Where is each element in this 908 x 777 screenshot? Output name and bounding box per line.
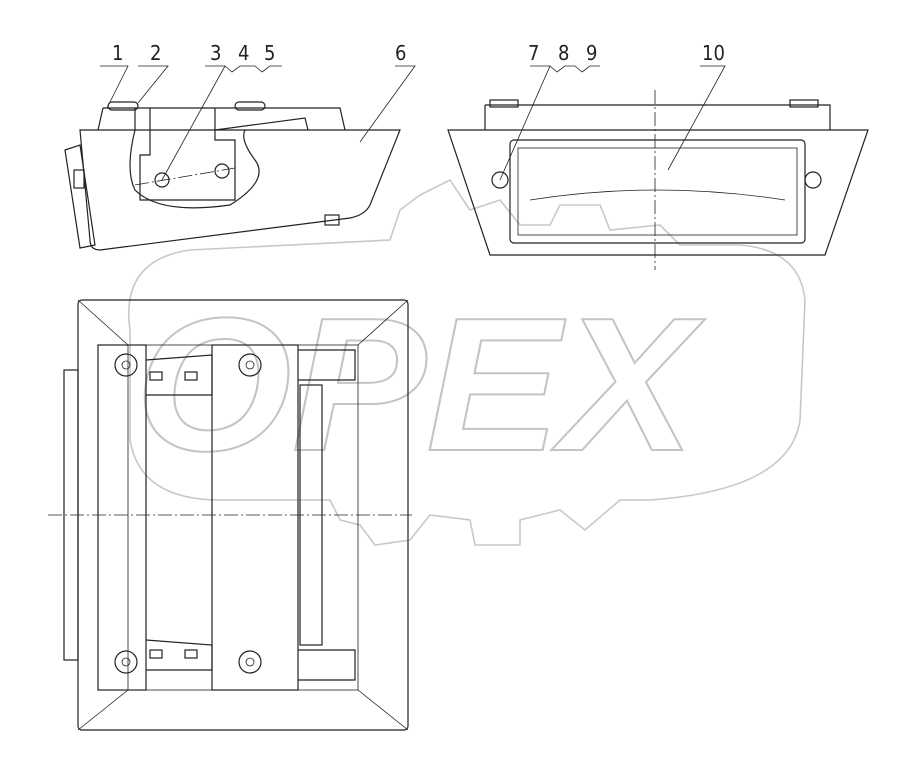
callout-6: 6 <box>395 41 406 65</box>
top-view <box>48 299 412 731</box>
callout-9: 9 <box>586 41 597 65</box>
callout-leaders <box>100 65 726 181</box>
callout-8: 8 <box>558 41 569 65</box>
side-view <box>64 101 401 251</box>
callout-5: 5 <box>264 41 275 65</box>
callout-7: 7 <box>528 41 539 65</box>
callout-2: 2 <box>150 41 161 65</box>
callout-1: 1 <box>112 41 123 65</box>
front-view <box>447 90 869 270</box>
watermark-text: OPEX <box>135 279 706 491</box>
watermark-logo: OPEX <box>128 178 806 546</box>
callout-3: 3 <box>210 41 221 65</box>
callout-4: 4 <box>238 41 249 65</box>
callout-10: 10 <box>702 41 725 65</box>
callout-labels: 1 2 3 4 5 6 7 8 9 10 <box>112 41 725 65</box>
